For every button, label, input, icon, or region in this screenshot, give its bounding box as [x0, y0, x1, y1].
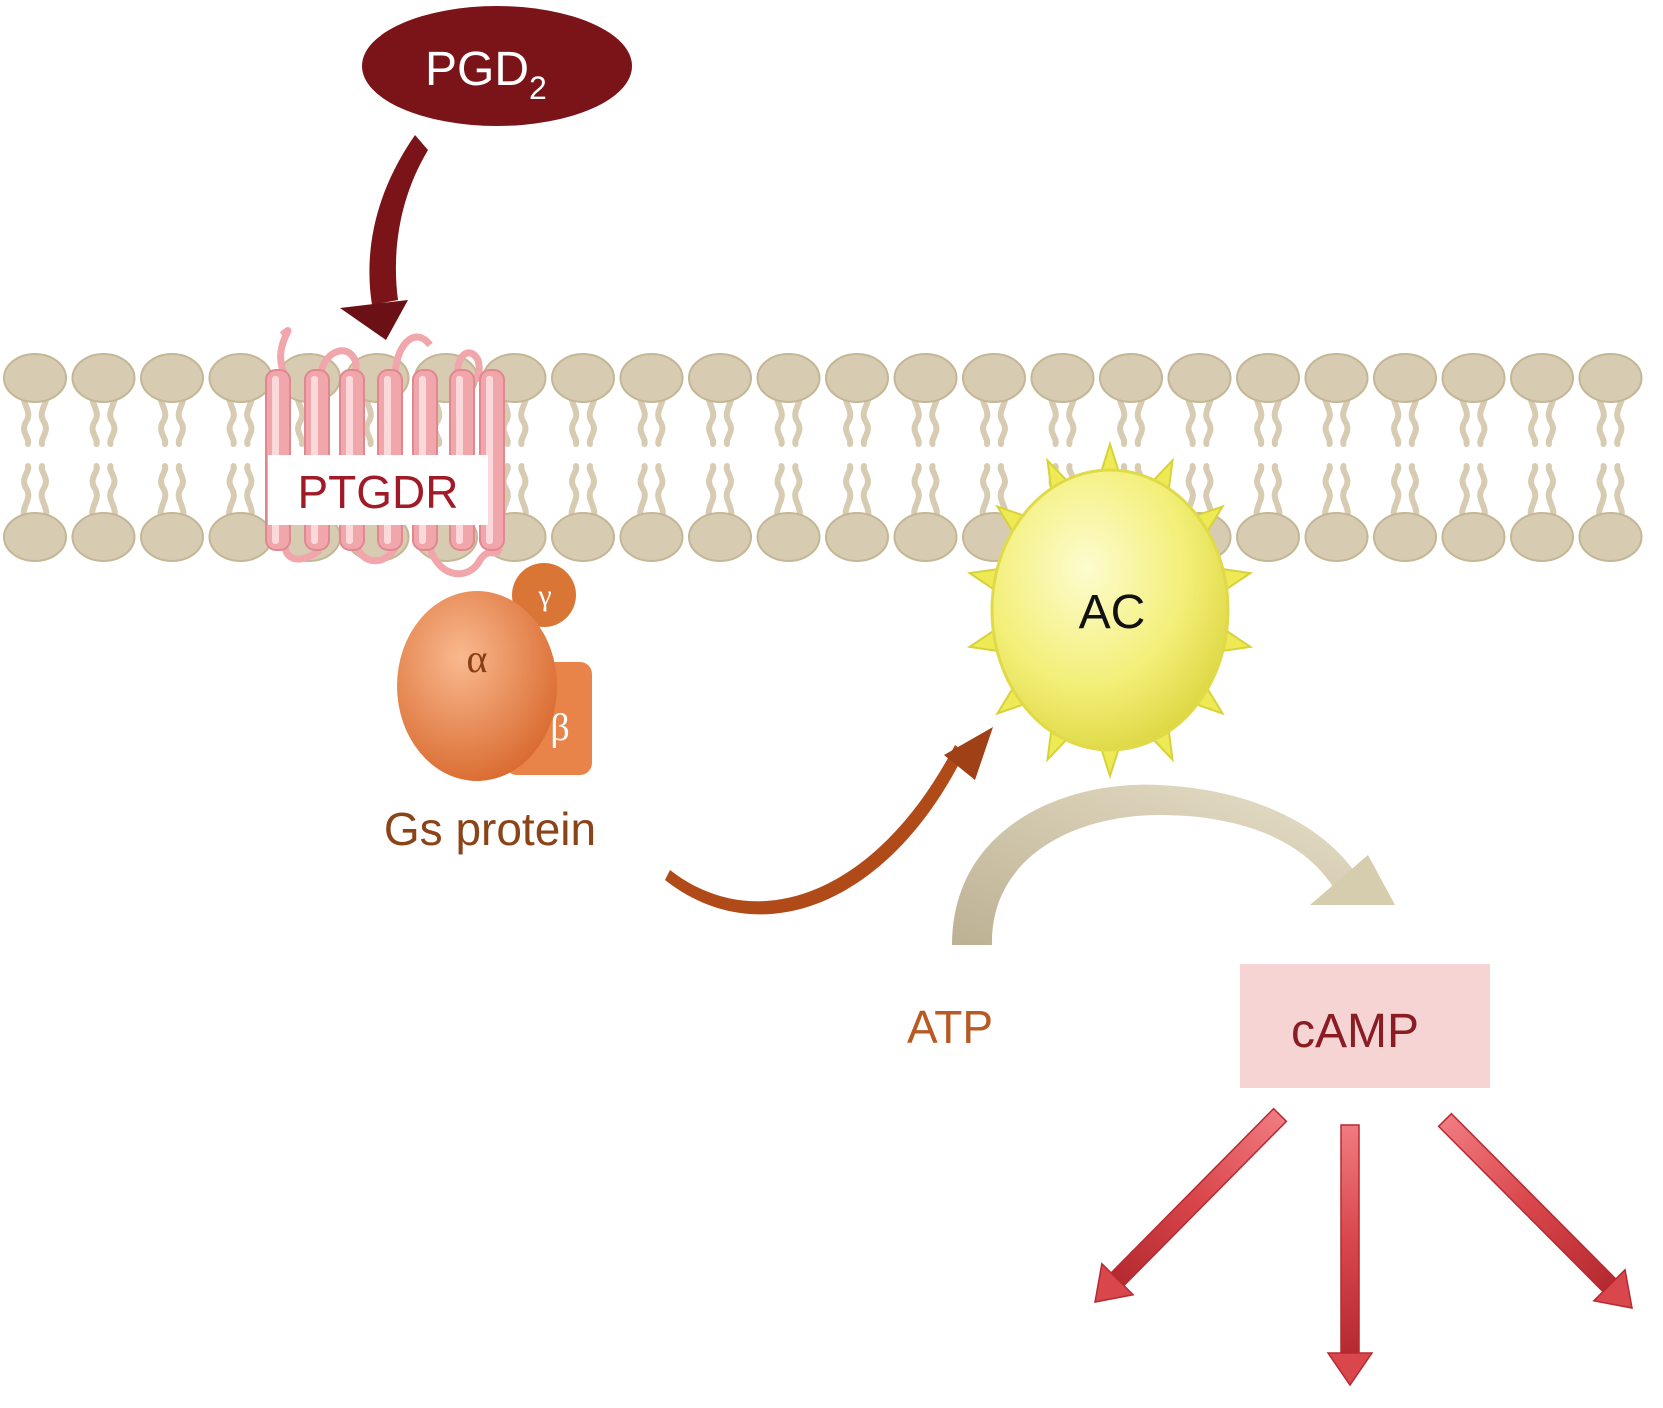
- output-arrow: [1094, 1107, 1288, 1303]
- lipid: [3, 353, 67, 562]
- gamma-subunit: [512, 563, 576, 627]
- beta-label: β: [550, 707, 569, 749]
- lipid: [1373, 353, 1437, 562]
- adenylyl-cyclase: AC: [966, 440, 1254, 780]
- ac-body: [990, 468, 1230, 752]
- lipid: [1510, 353, 1574, 562]
- ligand-pgd2: PGD2: [362, 6, 632, 126]
- camp-background: [1240, 964, 1490, 1088]
- ptgdr-receptor: PTGDR: [265, 327, 505, 578]
- camp-label: cAMP: [1291, 1005, 1419, 1058]
- lipid: [893, 353, 958, 562]
- gs-to-ac-arrow: [665, 727, 993, 915]
- ac-label: AC: [1079, 586, 1146, 639]
- output-arrow: [1326, 1124, 1374, 1387]
- lipid: [825, 353, 889, 562]
- lipid-bilayer: [3, 353, 1643, 562]
- atp-to-camp-arrow: [952, 784, 1395, 945]
- receptor-label: PTGDR: [298, 466, 459, 518]
- gs-protein-label: Gs protein: [384, 803, 596, 855]
- lipid: [619, 353, 684, 562]
- output-arrow: [1437, 1112, 1633, 1309]
- lipid: [756, 353, 821, 562]
- lipid: [551, 353, 615, 562]
- ac-spikes: [966, 440, 1254, 780]
- lipid: [71, 353, 136, 562]
- lipid: [208, 353, 273, 562]
- ligand-binding-arrow: [340, 135, 428, 340]
- downstream-arrows: [1094, 1107, 1633, 1387]
- lipid: [1304, 353, 1369, 562]
- ligand-label: PGD2: [425, 43, 547, 106]
- camp-box: cAMP: [1240, 964, 1490, 1088]
- alpha-label: α: [467, 636, 488, 681]
- lipid: [1441, 353, 1506, 562]
- ligand-ellipse: [362, 6, 632, 126]
- lipid: [1578, 353, 1643, 562]
- atp-label: ATP: [907, 1001, 993, 1053]
- gs-protein: α β γ Gs protein: [384, 563, 596, 855]
- gamma-label: γ: [537, 579, 551, 612]
- lipid: [1236, 353, 1300, 562]
- lipid: [140, 353, 204, 562]
- alpha-subunit: [397, 591, 557, 781]
- lipid: [688, 353, 752, 562]
- receptor-label-box: [268, 455, 488, 525]
